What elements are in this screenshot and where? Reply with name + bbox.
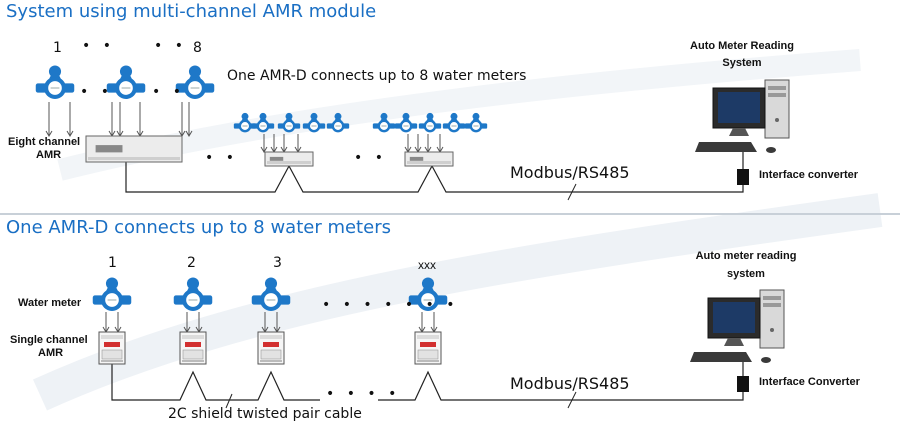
meter-number-2: 2 (187, 255, 196, 271)
ellipsis-meters: • • (80, 84, 113, 100)
meter-number-first: 1 (53, 40, 62, 56)
group-amr-module-2 (404, 151, 454, 167)
single-channel-amr-1 (98, 331, 126, 365)
section1-heading: System using multi-channel AMR module (6, 1, 377, 22)
ellipsis-cable: • • • • (326, 386, 401, 402)
mini-meter-4 (302, 112, 326, 133)
meter-number-3: 3 (273, 255, 282, 271)
system-label-line2: System (722, 57, 762, 69)
mini-meter-10 (464, 112, 488, 133)
bottom-meter-4 (408, 277, 448, 311)
module-label-line1: Eight channel (8, 136, 81, 148)
section1-caption: One AMR-D connects up to 8 water meters (227, 68, 527, 84)
system2-label-line1: Auto meter reading (695, 250, 797, 262)
module-label-line2: AMR (36, 149, 62, 161)
computer-top (695, 79, 790, 153)
meter-number-last: 8 (193, 40, 202, 56)
computer-bottom (690, 289, 785, 363)
amr-modules (85, 135, 454, 365)
system2-label-line2: system (727, 268, 765, 280)
single-channel-amr-4 (414, 331, 442, 365)
interface-converter-top (737, 169, 749, 185)
meter-number-n: xxx (418, 258, 436, 272)
cable-label: 2C shield twisted pair cable (168, 406, 362, 422)
mini-meter-2 (251, 112, 275, 133)
eight-channel-amr-module (85, 135, 183, 163)
ellipsis-meters-2: • • (152, 84, 185, 100)
single-channel-amr-2 (179, 331, 207, 365)
water-meters (35, 65, 488, 311)
mini-meter-6 (372, 112, 396, 133)
ellipsis-meters-row: • • • • • • • (322, 297, 459, 313)
mini-meter-1 (233, 112, 257, 133)
bottom-meter-2 (173, 277, 213, 311)
system-label-line1: Auto Meter Reading (690, 40, 794, 52)
protocol-label-top: Modbus/RS485 (510, 163, 630, 182)
bus-break-top (567, 183, 577, 201)
section2-heading: One AMR-D connects up to 8 water meters (6, 217, 391, 238)
group-amr-module-1 (264, 151, 314, 167)
water-meter-label: Water meter (18, 297, 82, 309)
cable-pointer (225, 393, 233, 409)
interface-converter-bottom (737, 376, 749, 392)
protocol-label-bottom: Modbus/RS485 (510, 374, 630, 393)
single-channel-amr-3 (257, 331, 285, 365)
bus-line-bottom-a (111, 364, 320, 401)
ellipsis-top-2: • • (154, 38, 187, 54)
mini-meter-5 (326, 112, 350, 133)
top-meter-2 (106, 65, 146, 99)
bottom-meter-3 (251, 277, 291, 311)
ellipsis-modules-2: • • (354, 150, 387, 166)
mini-meter-3 (277, 112, 301, 133)
ellipsis-modules: • • (205, 150, 238, 166)
computers (690, 79, 790, 392)
bus-break-bottom (567, 391, 577, 409)
single-module-label-line2: AMR (38, 347, 64, 359)
top-meter-1 (35, 65, 75, 99)
mini-meter-7 (394, 112, 418, 133)
top-meter-3 (175, 65, 215, 99)
bus-line-top (125, 162, 744, 193)
converter-label-bottom: Interface Converter (759, 376, 860, 388)
meter-number-1: 1 (108, 255, 117, 271)
mini-meter-8 (418, 112, 442, 133)
single-module-label-line1: Single channel (10, 334, 88, 346)
converter-label-top: Interface converter (759, 169, 859, 181)
ellipsis-top: • • (82, 38, 115, 54)
mini-meter-9 (442, 112, 466, 133)
bottom-meter-1 (92, 277, 132, 311)
bus-line-bottom-b (378, 370, 744, 401)
